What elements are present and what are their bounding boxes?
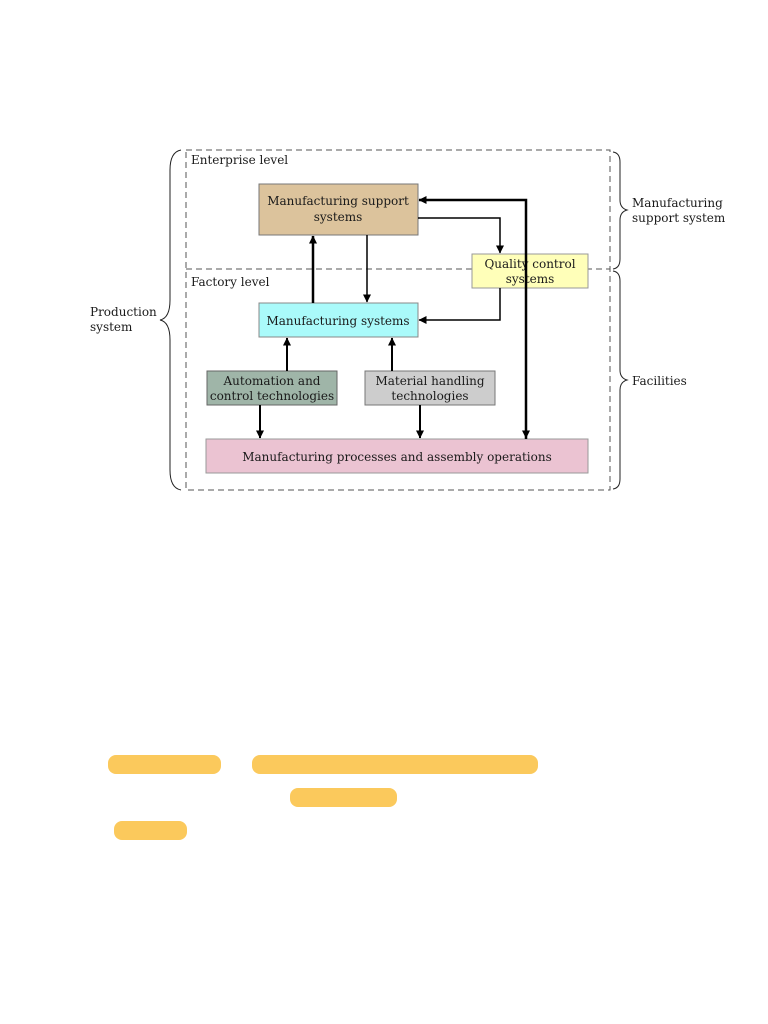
svg-text:systems: systems <box>506 272 555 286</box>
manufacturing-support-system-brace <box>612 151 629 270</box>
quality-control-systems-box: Quality control systems <box>471 253 589 289</box>
automation-control-technologies-box: Automation and control technologies <box>206 370 338 406</box>
facilities-brace <box>612 270 629 490</box>
production-system-brace <box>159 149 182 491</box>
facilities-label: Facilities <box>632 374 687 388</box>
svg-text:Manufacturing systems: Manufacturing systems <box>266 314 409 328</box>
highlight-bar-4 <box>114 821 187 840</box>
material-handling-technologies-box: Material handling technologies <box>364 370 496 406</box>
outer-dashed-frame <box>185 149 611 491</box>
svg-text:technologies: technologies <box>391 389 468 403</box>
highlight-bar-3 <box>290 788 397 807</box>
svg-text:Manufacturing processes and as: Manufacturing processes and assembly ope… <box>242 450 552 464</box>
highlight-bar-2 <box>252 755 538 774</box>
manufacturing-support-systems-box: Manufacturing support systems <box>258 183 419 236</box>
factory-level-label: Factory level <box>191 275 270 289</box>
arrow-mss-to-qcs <box>418 217 504 254</box>
arrow-qcs-to-ms <box>418 288 501 324</box>
enterprise-level-label: Enterprise level <box>191 153 288 167</box>
manufacturing-processes-assembly-box: Manufacturing processes and assembly ope… <box>205 438 589 474</box>
svg-text:Quality control: Quality control <box>484 257 575 271</box>
svg-text:control technologies: control technologies <box>210 389 334 403</box>
svg-text:Automation and: Automation and <box>223 374 321 388</box>
production-system-label: Production system <box>90 305 161 334</box>
highlight-bar-1 <box>108 755 221 774</box>
svg-text:systems: systems <box>314 210 363 224</box>
svg-text:Manufacturing support: Manufacturing support <box>267 194 409 208</box>
manufacturing-support-system-label: Manufacturing support system <box>632 196 727 225</box>
svg-text:Material handling: Material handling <box>375 374 484 388</box>
manufacturing-systems-box: Manufacturing systems <box>258 302 419 338</box>
